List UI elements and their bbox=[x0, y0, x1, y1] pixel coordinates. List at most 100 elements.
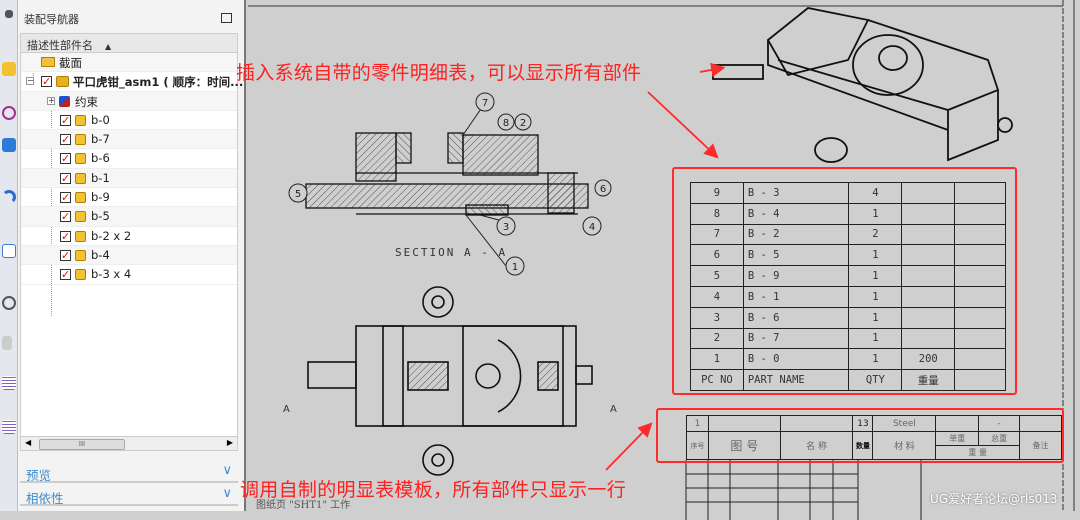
tree-item-component[interactable]: ✓b-7 bbox=[21, 130, 237, 150]
tree-item-constraints[interactable]: +约束 bbox=[21, 91, 237, 111]
balloon-5: 5 bbox=[295, 189, 301, 200]
tool-tab-icon[interactable] bbox=[2, 336, 12, 350]
spreadsheet-tab-icon[interactable] bbox=[2, 376, 16, 390]
sheet-status: 图纸页 "SHT1" 工作 bbox=[256, 500, 351, 511]
tree-item-component[interactable]: ✓ b-6 bbox=[21, 149, 237, 169]
horizontal-scrollbar[interactable]: ◀ III ▶ bbox=[20, 436, 238, 451]
scrollbar-thumb[interactable]: III bbox=[39, 439, 125, 450]
component-icon bbox=[75, 211, 86, 223]
header-drawing-no: 图 号 bbox=[707, 431, 781, 460]
tree-item-label: b-4 bbox=[91, 247, 110, 262]
tree-line bbox=[51, 92, 52, 316]
tree-item-label: b-3 x 4 bbox=[91, 267, 132, 282]
balloon-1: 1 bbox=[512, 262, 518, 273]
tree-item-assembly[interactable]: −✓ 平口虎钳_asm1 ( 顺序：时间... bbox=[21, 72, 243, 92]
view-mark-a-left: A bbox=[283, 404, 290, 415]
checkbox-checked-icon[interactable]: ✓ bbox=[60, 191, 71, 205]
section-dependencies[interactable]: 相依性 ∨ bbox=[20, 485, 238, 506]
component-icon bbox=[75, 230, 86, 242]
tree-item-component[interactable]: ✓ b-4 bbox=[21, 245, 237, 266]
tree-line bbox=[33, 64, 34, 84]
title-block-grid bbox=[685, 460, 922, 520]
header-material: 材 料 bbox=[872, 431, 937, 460]
component-icon bbox=[75, 192, 86, 204]
assembly-navigator-tab-icon[interactable] bbox=[2, 62, 16, 76]
tree-item-component[interactable]: ✓ b-1 bbox=[21, 168, 237, 189]
parts-list-cell: 重量 bbox=[901, 369, 956, 391]
maximize-icon[interactable] bbox=[221, 13, 232, 23]
component-icon bbox=[75, 269, 86, 281]
parts-list-cell: B - 6 bbox=[742, 306, 850, 329]
chevron-down-icon[interactable]: ∨ bbox=[222, 486, 232, 501]
drawing-views: 7 8 2 5 6 3 4 1 bbox=[248, 0, 1075, 511]
web-browser-tab-icon[interactable] bbox=[2, 244, 16, 258]
annotation-top-note: 插入系统自带的零件明细表，可以显示所有部件 bbox=[236, 62, 642, 84]
balloon-2: 2 bbox=[520, 118, 526, 129]
checkbox-checked-icon[interactable]: ✓ bbox=[60, 171, 71, 185]
reuse-library-tab-icon[interactable] bbox=[2, 190, 16, 204]
panel-title: 装配导航器 bbox=[24, 13, 79, 26]
tree-item-component[interactable]: ✓b-9 bbox=[21, 188, 237, 208]
expand-icon[interactable]: + bbox=[47, 95, 55, 105]
checkbox-checked-icon[interactable]: ✓ bbox=[60, 152, 71, 166]
parts-list-cell: PART NAME bbox=[742, 369, 850, 391]
assembly-icon bbox=[56, 76, 69, 88]
parts-list-cell: PC NO bbox=[690, 369, 744, 391]
section-preview[interactable]: 预览∨ bbox=[20, 462, 238, 483]
header-name: 名 称 bbox=[779, 431, 854, 460]
tree-item-component[interactable]: ✓b-2 x 2 bbox=[21, 227, 237, 246]
column-header-descriptive-name[interactable]: 描述性部件名 ▲ bbox=[21, 34, 237, 53]
tree-item-component[interactable]: ✓ b-5 bbox=[21, 207, 237, 227]
tree-item-label: b-1 bbox=[91, 170, 110, 185]
sort-ascending-icon: ▲ bbox=[105, 42, 112, 51]
header-remark: 备注 bbox=[1019, 431, 1062, 460]
balloon-7: 7 bbox=[482, 98, 488, 109]
checkbox-checked-icon[interactable]: ✓ bbox=[60, 210, 71, 224]
watermark: UG爱好者论坛@rls013 bbox=[930, 492, 1058, 506]
scroll-right-icon[interactable]: ▶ bbox=[226, 438, 233, 447]
top-view bbox=[307, 286, 593, 476]
component-icon bbox=[75, 249, 86, 261]
isometric-view bbox=[712, 7, 1013, 163]
custom-parts-table[interactable]: 1 13 Steel - 序号 图 号 名 称 数量 材 料 单重 总重 备注 … bbox=[686, 415, 1062, 460]
checkbox-checked-icon[interactable]: ✓ bbox=[60, 133, 71, 147]
chevron-down-icon[interactable]: ∨ bbox=[222, 463, 232, 478]
column-header-label: 描述性部件名 bbox=[27, 39, 93, 52]
tree-item-label: b-5 bbox=[91, 209, 110, 224]
tree-item-label: 截面 bbox=[59, 56, 82, 70]
component-icon bbox=[75, 172, 86, 184]
tree-item-component[interactable]: ✓ b-3 x 4 bbox=[21, 265, 237, 285]
checkbox-checked-icon[interactable]: ✓ bbox=[60, 248, 71, 262]
assembly-navigator-panel: 装配导航器 描述性部件名▲ 截面 −✓平口虎钳_asm1 ( 顺序：时间... … bbox=[18, 0, 246, 511]
part-navigator-tab-icon[interactable] bbox=[2, 138, 16, 152]
component-icon bbox=[75, 114, 86, 126]
checkbox-checked-icon[interactable]: ✓ bbox=[41, 75, 52, 89]
collapse-icon[interactable]: − bbox=[26, 76, 34, 86]
section-view bbox=[305, 132, 589, 216]
checkbox-checked-icon[interactable]: ✓ bbox=[60, 113, 71, 127]
balloon-4: 4 bbox=[589, 222, 595, 233]
balloon-3: 3 bbox=[503, 222, 509, 233]
constraint-navigator-tab-icon[interactable] bbox=[2, 106, 16, 120]
pin-icon[interactable] bbox=[5, 10, 13, 18]
checkbox-checked-icon[interactable]: ✓ bbox=[60, 268, 71, 282]
roles-tab-icon[interactable] bbox=[2, 420, 16, 434]
tree-item-section[interactable]: 截面 bbox=[21, 53, 237, 73]
tree-item-label: b-6 bbox=[91, 151, 110, 166]
header-qty: 数量 bbox=[852, 431, 874, 460]
history-tab-icon[interactable] bbox=[2, 296, 16, 310]
scroll-left-icon[interactable]: ◀ bbox=[25, 438, 32, 447]
checkbox-checked-icon[interactable]: ✓ bbox=[60, 229, 71, 243]
tree-item-component[interactable]: ✓b-0 bbox=[21, 111, 237, 131]
section-label: 相依性 bbox=[26, 491, 64, 506]
tree-item-label: 平口虎钳_asm1 ( 顺序：时间... bbox=[73, 75, 244, 90]
